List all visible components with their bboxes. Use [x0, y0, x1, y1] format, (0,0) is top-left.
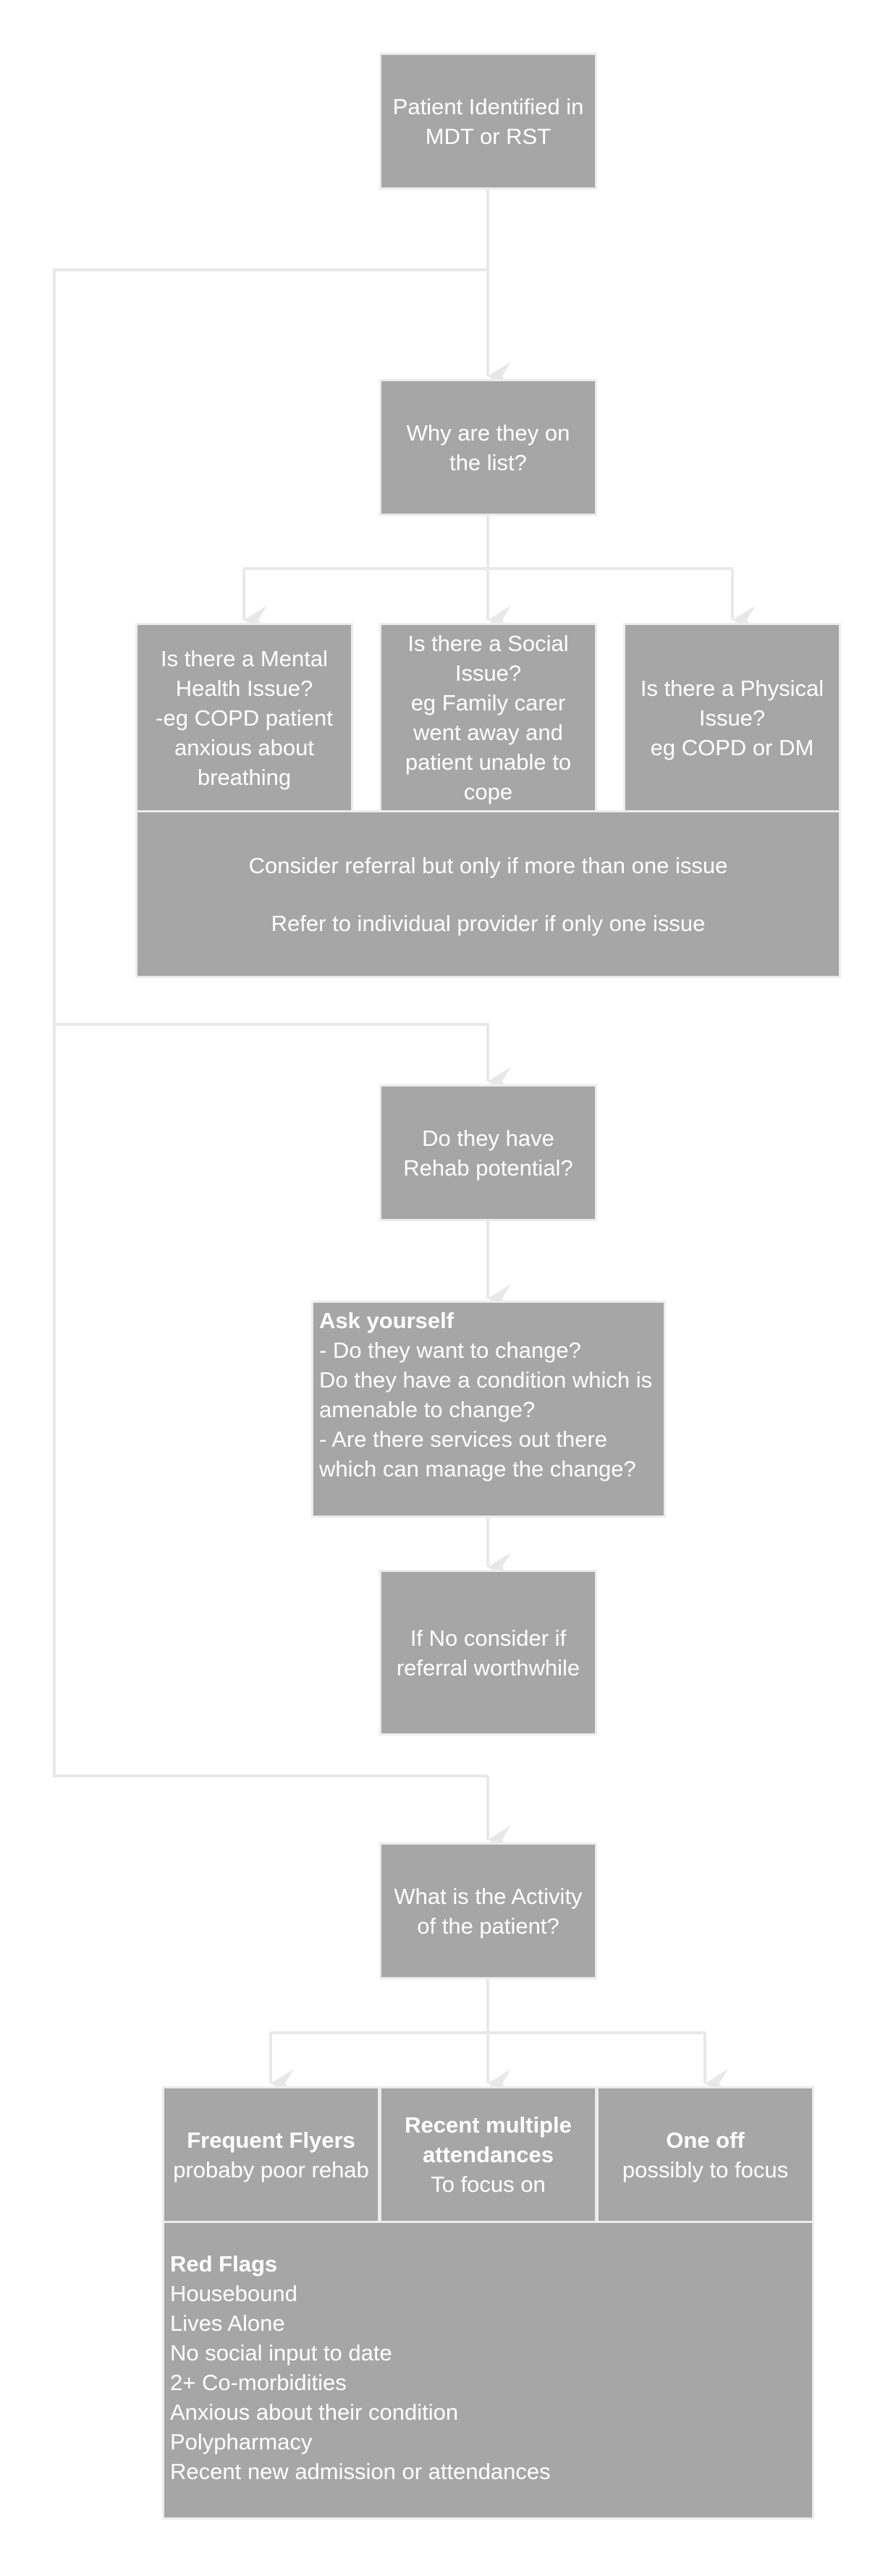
node-physical-issue: Is there a Physical Issue? eg COPD or DM — [623, 623, 841, 812]
node-social-issue: Is there a Social Issue? eg Family carer… — [379, 623, 597, 812]
node-frequent-flyers: Frequent Flyers probaby poor rehab — [162, 2086, 380, 2223]
consider-line-1: Consider referral but only if more than … — [248, 852, 728, 878]
mental-question: Is there a Mental Health Issue? — [161, 645, 334, 701]
node-if-no: If No consider if referral worthwhile — [379, 1570, 597, 1735]
frequent-text: probaby poor rehab — [173, 2156, 369, 2182]
ask-title: Ask yourself — [319, 1308, 455, 1333]
oneoff-title: One off — [666, 2127, 745, 2153]
redflag-item: No social input to date — [170, 2340, 392, 2365]
node-activity: What is the Activity of the patient? — [379, 1842, 597, 1979]
redflag-item: Recent new admission or attendances — [170, 2459, 551, 2484]
connector-activity-split — [271, 1978, 705, 2034]
ask-line-1: - Do they want to change? — [319, 1338, 581, 1363]
node-patient-identified: Patient Identified in MDT or RST — [379, 53, 597, 190]
node-mental-health-issue: Is there a Mental Health Issue? -eg COPD… — [135, 623, 353, 812]
node-one-off: One off possibly to focus — [596, 2086, 814, 2223]
recent-title: Recent multiple attendances — [405, 2112, 578, 2167]
redflag-item: Housebound — [170, 2281, 297, 2306]
social-question: Is there a Social Issue? — [407, 631, 575, 686]
node-why-on-list: Why are they on the list? — [379, 379, 597, 516]
node-ask-yourself: Ask yourself - Do they want to change? D… — [311, 1301, 666, 1518]
node-consider-referral: Consider referral but only if more than … — [135, 810, 841, 978]
recent-text: To focus on — [431, 2172, 546, 2197]
redflag-item: Lives Alone — [170, 2311, 285, 2336]
mental-example: -eg COPD patient anxious about breathing — [156, 705, 339, 790]
connector-why-split — [244, 515, 732, 570]
consider-line-2: Refer to individual provider if only one… — [271, 910, 706, 936]
node-rehab-potential: Do they have Rehab potential? — [379, 1084, 597, 1221]
arrow-loop-to-rehab — [54, 1023, 511, 1096]
redflags-title: Red Flags — [170, 2251, 278, 2277]
social-example: eg Family carer went away and patient un… — [405, 690, 578, 804]
redflag-item: 2+ Co-morbidities — [170, 2370, 347, 2395]
node-red-flags: Red Flags Housebound Lives Alone No soci… — [162, 2221, 814, 2520]
frequent-title: Frequent Flyers — [187, 2127, 355, 2153]
physical-example: eg COPD or DM — [650, 734, 814, 760]
node-recent-attendances: Recent multiple attendances To focus on — [379, 2086, 597, 2223]
oneoff-text: possibly to focus — [622, 2156, 789, 2182]
ask-line-2: Do they have a condition which is amenab… — [319, 1367, 659, 1422]
ask-line-3: - Are there services out there which can… — [319, 1427, 636, 1482]
physical-question: Is there a Physical Issue? — [640, 675, 830, 731]
redflag-item: Anxious about their condition — [170, 2399, 459, 2425]
redflag-item: Polypharmacy — [170, 2429, 313, 2454]
